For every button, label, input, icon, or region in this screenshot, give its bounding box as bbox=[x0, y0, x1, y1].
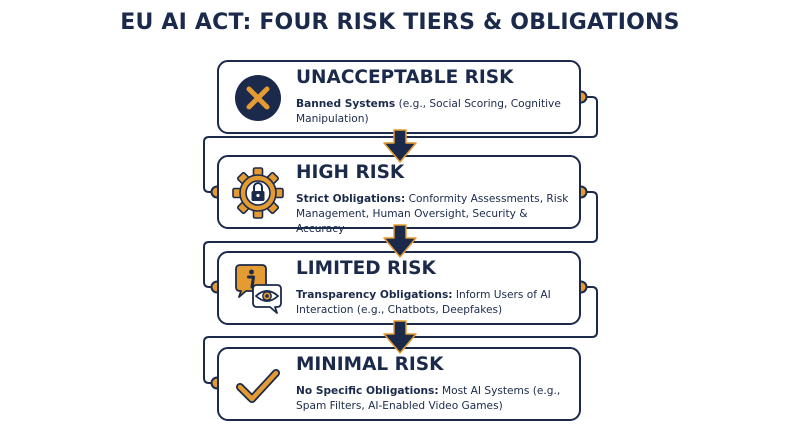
checkmark-icon bbox=[236, 369, 280, 403]
down-arrow-icon bbox=[383, 320, 417, 354]
tier-heading: MINIMAL RISK bbox=[296, 354, 444, 375]
tier-description: Banned Systems (e.g., Social Scoring, Co… bbox=[296, 97, 576, 127]
tier-description-lead: Transparency Obligations: bbox=[296, 289, 453, 301]
tier-description: Transparency Obligations: Inform Users o… bbox=[296, 288, 576, 318]
tier-heading: UNACCEPTABLE RISK bbox=[296, 67, 514, 88]
tier-heading: HIGH RISK bbox=[296, 162, 405, 183]
down-arrow-icon bbox=[383, 224, 417, 258]
tier-description-lead: Banned Systems bbox=[296, 98, 396, 110]
tier-heading: LIMITED RISK bbox=[296, 258, 436, 279]
tier-description-text: Inform Users of AI Interaction (e.g., Ch… bbox=[296, 289, 551, 316]
prohibited-x-icon bbox=[235, 75, 281, 121]
info-eye-speech-icon bbox=[235, 264, 282, 314]
tier-description-text: (e.g., Social Scoring, Cognitive Manipul… bbox=[296, 98, 561, 125]
tier-card-high: HIGH RISK Strict Obligations: Conformity… bbox=[217, 155, 581, 235]
tier-description: No Specific Obligations: Most AI Systems… bbox=[296, 384, 576, 414]
gear-lock-icon bbox=[232, 167, 284, 219]
tier-card-minimal: MINIMAL RISK No Specific Obligations: Mo… bbox=[217, 347, 581, 421]
tier-description-text: Most AI Systems (e.g., Spam Filters, AI-… bbox=[296, 385, 561, 412]
tier-description-lead: Strict Obligations: bbox=[296, 193, 406, 205]
diagram-title: EU AI ACT: FOUR RISK TIERS & OBLIGATIONS bbox=[120, 10, 680, 35]
tier-description: Strict Obligations: Conformity Assessmen… bbox=[296, 192, 576, 237]
tier-description-lead: No Specific Obligations: bbox=[296, 385, 439, 397]
tier-card-unacceptable: UNACCEPTABLE RISK Banned Systems (e.g., … bbox=[217, 60, 581, 134]
tier-description-text: Conformity Assessments, Risk Management,… bbox=[296, 193, 569, 235]
down-arrow-icon bbox=[383, 129, 417, 163]
